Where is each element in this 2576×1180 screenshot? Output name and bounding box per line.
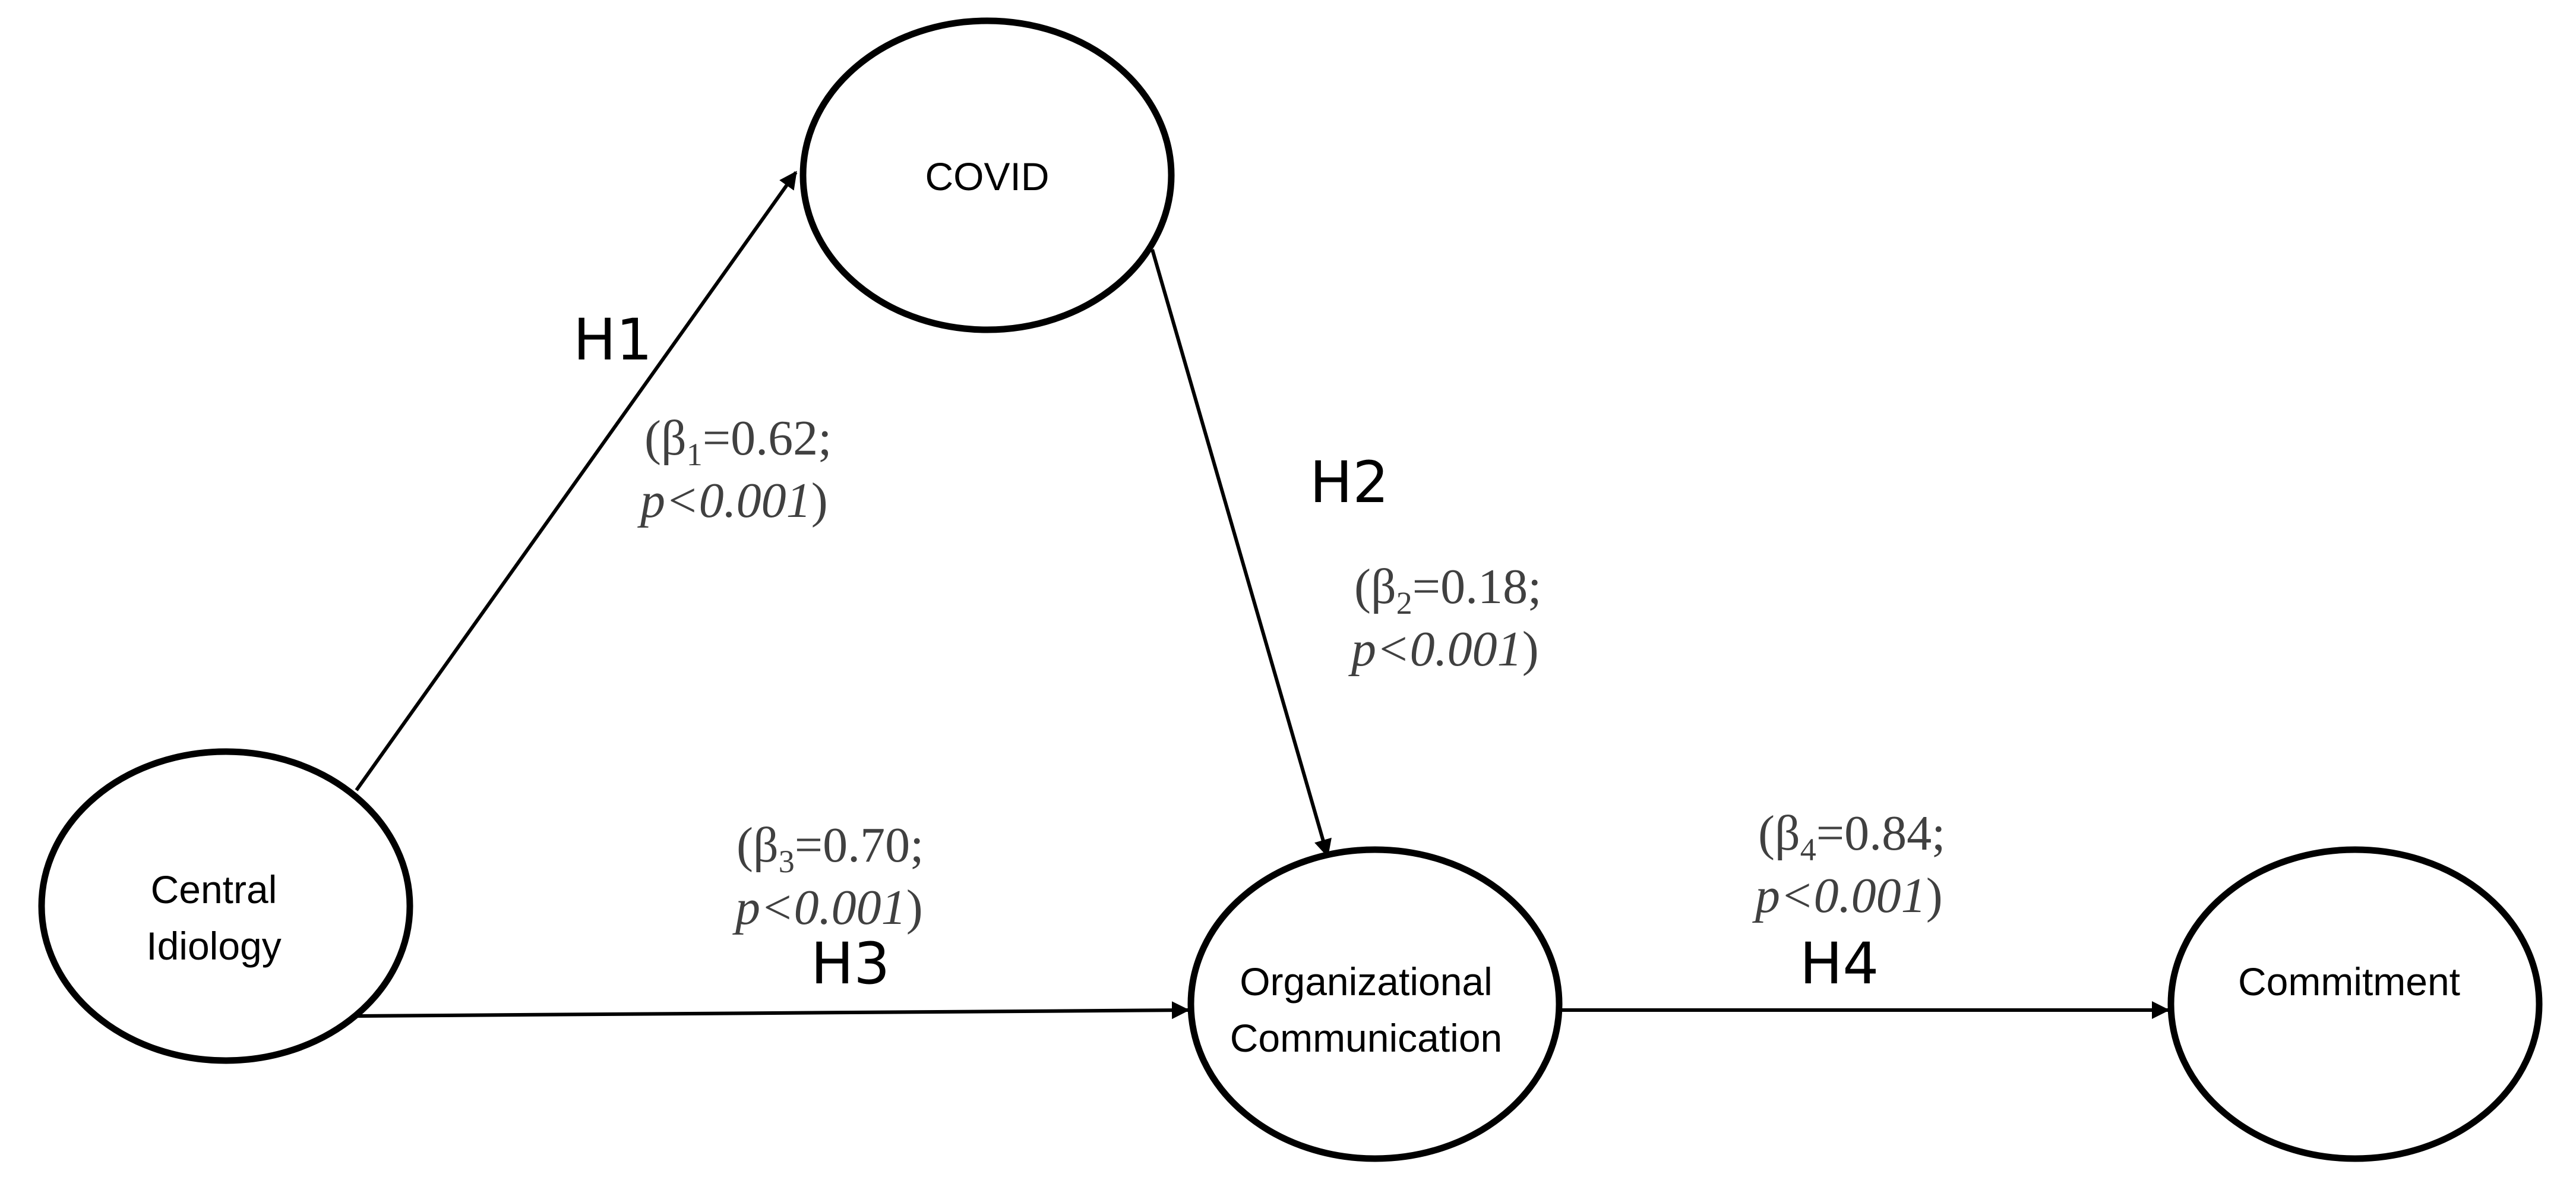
node-commitment: Commitment (2167, 846, 2543, 1162)
svg-text:(β1=0.62;: (β1=0.62; (644, 411, 832, 472)
edge-h1-p-value: p<0.001 (637, 473, 811, 528)
node-orgcomm-label-line-2: Communication (1230, 1016, 1503, 1060)
edge-h4-label: H4 (1800, 930, 1879, 997)
node-orgcomm-label-line-1: Organizational (1240, 960, 1493, 1004)
edge-h2-stat: (β2=0.18; p<0.001) (1348, 559, 1541, 677)
edge-h2-beta-value: =0.18; (1412, 559, 1542, 614)
svg-text:(β3=0.70;: (β3=0.70; (737, 818, 924, 879)
node-central-label-line-2: Idiology (146, 924, 282, 968)
edge-h4-beta-value: =0.84; (1816, 806, 1946, 861)
svg-text:p<0.001): p<0.001) (732, 880, 923, 935)
node-covid-label: COVID (925, 154, 1049, 198)
edge-h3-open-paren: ( (737, 818, 753, 873)
edge-h1-beta-sub: 1 (687, 437, 703, 472)
svg-text:p<0.001): p<0.001) (1752, 868, 1943, 923)
edge-h1-beta-value: =0.62; (703, 411, 832, 466)
edge-h3-stat: (β3=0.70; p<0.001) (732, 818, 924, 935)
node-covid: COVID (799, 17, 1175, 333)
node-central-idiology: Central Idiology (38, 748, 413, 1064)
edge-h3-beta-symbol: β (753, 818, 779, 873)
edge-h3-close-paren: ) (906, 880, 923, 935)
edge-h3-p-value: p<0.001 (732, 880, 906, 935)
edge-h1-stat: (β1=0.62; p<0.001) (637, 411, 832, 528)
edge-h2-open-paren: ( (1354, 559, 1371, 614)
edge-h3-label: H3 (811, 930, 890, 997)
edge-h2-beta-sub: 2 (1396, 585, 1412, 621)
edge-h4-open-paren: ( (1758, 806, 1775, 861)
edge-h4-p-value: p<0.001 (1752, 868, 1926, 923)
edge-h3-beta-value: =0.70; (795, 818, 924, 873)
edge-h2-beta-symbol: β (1371, 559, 1396, 614)
edge-h1-close-paren: ) (811, 473, 828, 528)
edge-h1-arrow (355, 171, 798, 791)
edge-h3-arrow (356, 1001, 1190, 1020)
edge-h4-stat: (β4=0.84; p<0.001) (1752, 806, 1945, 923)
edge-h1-open-paren: ( (644, 411, 661, 466)
svg-text:p<0.001): p<0.001) (637, 473, 828, 528)
edge-h4-beta-symbol: β (1775, 806, 1800, 861)
edge-h1-label: H1 (573, 307, 652, 373)
node-commitment-label: Commitment (2238, 960, 2460, 1004)
node-organizational-communication: Organizational Communication (1187, 846, 1563, 1162)
edge-h2-p-value: p<0.001 (1348, 621, 1522, 677)
edge-h2-label: H2 (1310, 449, 1389, 516)
svg-text:(β4=0.84;: (β4=0.84; (1758, 806, 1945, 867)
edge-h1-beta-symbol: β (661, 411, 687, 466)
edge-h2-close-paren: ) (1522, 621, 1539, 677)
svg-text:(β2=0.18;: (β2=0.18; (1354, 559, 1541, 621)
edge-h4-close-paren: ) (1926, 868, 1943, 923)
edge-h4-beta-sub: 4 (1800, 832, 1816, 867)
edge-h2-arrow (1150, 249, 1332, 857)
node-central-label-line-1: Central (151, 867, 277, 911)
svg-text:p<0.001): p<0.001) (1348, 621, 1539, 677)
edge-h3-beta-sub: 3 (779, 844, 795, 879)
